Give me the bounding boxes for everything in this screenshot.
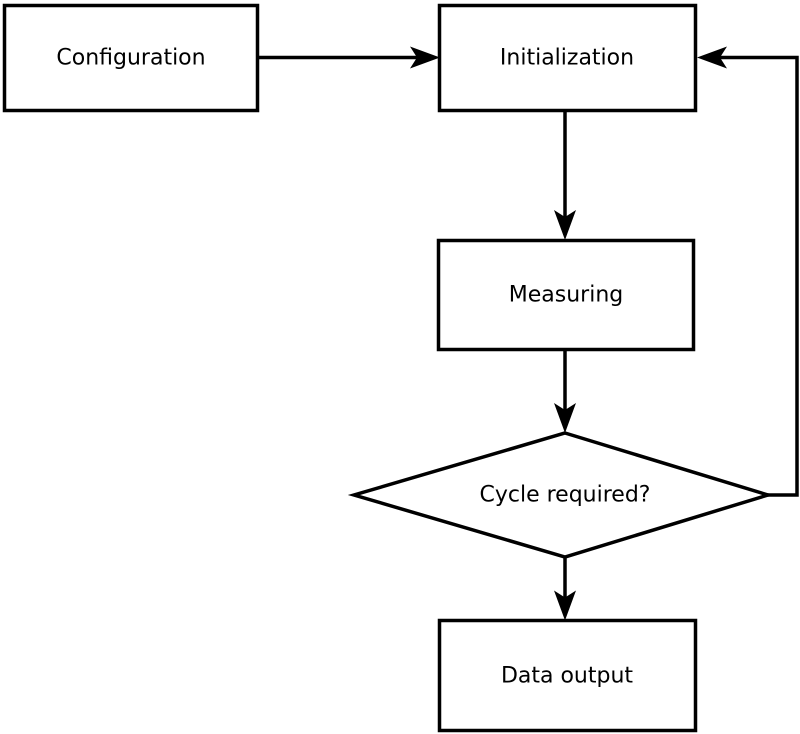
data-output-label: Data output	[501, 664, 633, 689]
arrowhead-down-icon	[554, 403, 576, 433]
edge-cycle-required-to-data-output	[554, 557, 576, 621]
arrowhead-right-icon	[410, 46, 440, 69]
edge-measuring-to-cycle-required	[554, 349, 576, 433]
cycle-required-label: Cycle required?	[480, 483, 651, 508]
initialization-node: Initialization	[437, 3, 698, 113]
cycle-required-decision-node: Cycle required?	[347, 431, 774, 559]
arrowhead-down-icon	[554, 210, 576, 240]
measuring-box	[436, 238, 696, 352]
edge-cycle-required-to-initialization-loop	[697, 46, 799, 497]
arrowhead-left-icon	[697, 46, 727, 69]
configuration-box	[2, 3, 260, 113]
cycle-required-diamond	[347, 431, 774, 559]
data-output-box	[437, 618, 698, 733]
initialization-label: Initialization	[500, 46, 634, 71]
edge-initialization-to-measuring	[554, 110, 576, 240]
arrowhead-down-icon	[554, 590, 576, 621]
edge-loop-line	[720, 55, 799, 497]
initialization-box	[437, 3, 698, 113]
edge-configuration-to-initialization	[258, 46, 440, 69]
configuration-node: Configuration	[2, 3, 260, 113]
measuring-node: Measuring	[436, 238, 696, 352]
data-output-node: Data output	[437, 618, 698, 733]
measuring-label: Measuring	[509, 283, 623, 308]
configuration-label: Configuration	[56, 46, 205, 71]
